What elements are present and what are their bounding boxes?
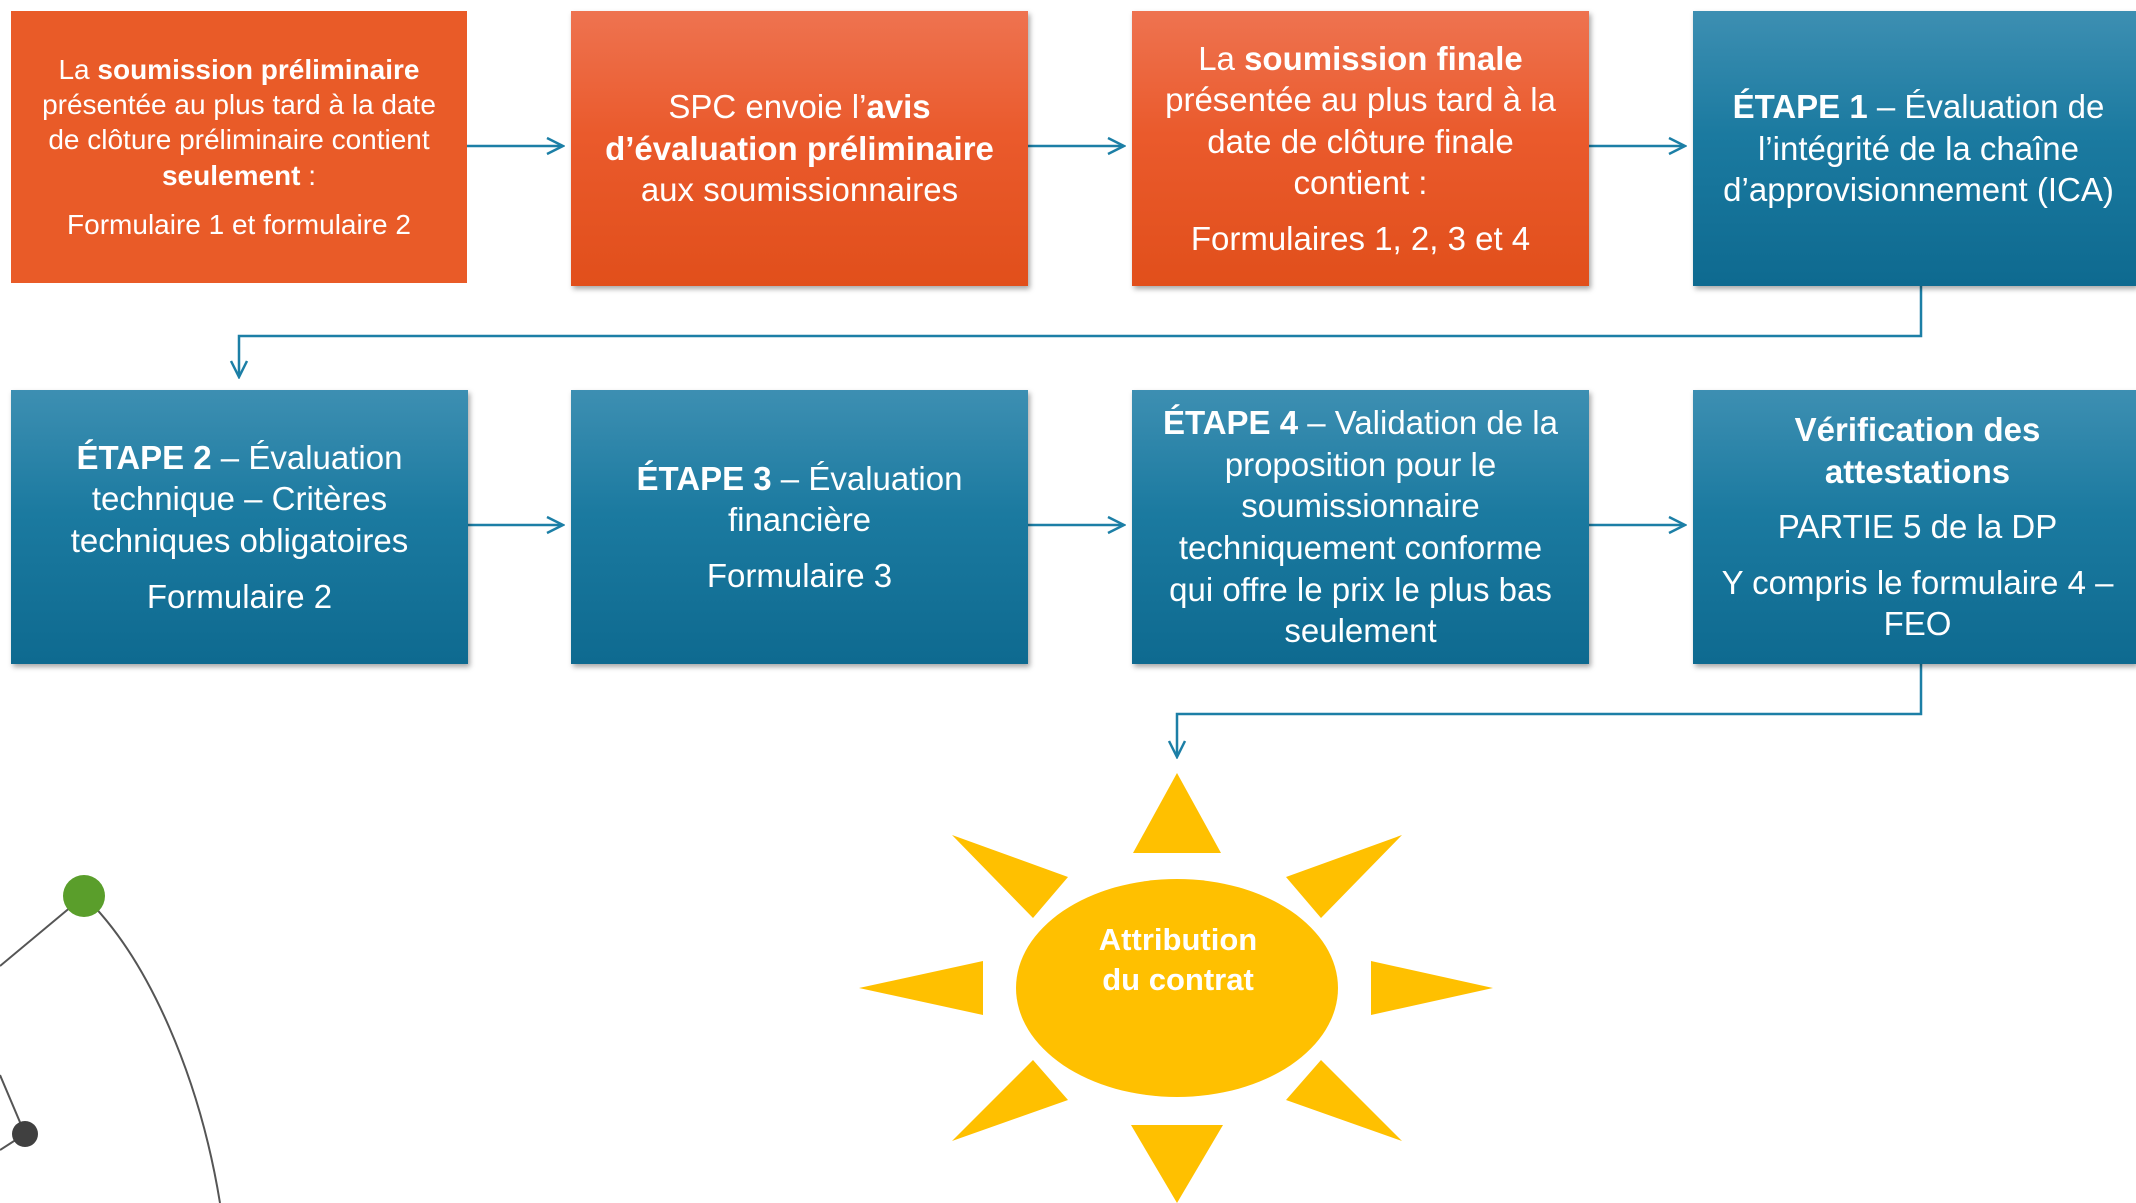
step-3-forms: Formulaire 3 xyxy=(706,556,893,594)
decor-dot-dark xyxy=(12,1121,38,1147)
sun-ray-bottom-right xyxy=(1286,1060,1402,1141)
step-1-text: ÉTAPE 1 – Évaluation de l’intégrité de l… xyxy=(1709,86,2128,211)
preliminary-notice-box: SPC envoie l’avis d’évaluation prélimina… xyxy=(571,11,1028,286)
final-forms: Formulaires 1, 2, 3 et 4 xyxy=(1190,219,1531,257)
arrow-to-contract-award xyxy=(1177,664,1923,757)
step-2-forms: Formulaire 2 xyxy=(146,577,333,615)
decor-arc xyxy=(83,895,221,1203)
preliminary-bold-title: soumission préliminaire xyxy=(97,53,420,85)
notice-end: aux soumissionnaires xyxy=(640,171,959,209)
final-end: présentée au plus tard à la date de clôt… xyxy=(1165,81,1556,202)
preliminary-submission-text: La soumission préliminaire présentée au … xyxy=(25,52,453,193)
sun-ray-top-left xyxy=(952,835,1068,918)
step-4-text: ÉTAPE 4 – Validation de la proposition p… xyxy=(1154,402,1567,651)
sun-ray-top xyxy=(1133,773,1221,853)
preliminary-submission-box: La soumission préliminaire présentée au … xyxy=(11,11,467,283)
step-4-desc: – Validation de la proposition pour le s… xyxy=(1169,404,1558,650)
sun-shape xyxy=(859,773,1493,1203)
step-3-label: ÉTAPE 3 xyxy=(636,459,772,497)
final-submission-box: La soumission finale présentée au plus t… xyxy=(1132,11,1589,286)
arrow-row1-to-row2 xyxy=(239,286,1923,377)
attestations-forms: Y compris le formulaire 4 – FEO xyxy=(1721,563,2114,643)
step-3-desc: – Évaluation financière xyxy=(727,459,963,539)
contract-award-line-1: Attribution xyxy=(1098,921,1258,957)
notice-bold: avis d’évaluation préliminaire xyxy=(605,88,994,167)
step-1-desc: – Évaluation de l’intégrité de la chaîne… xyxy=(1723,88,2114,209)
contract-award-line-2: du contrat xyxy=(1102,962,1254,997)
attestations-title: Vérification des attestations xyxy=(1794,411,2041,490)
attestations-part: PARTIE 5 de la DP xyxy=(1777,508,2058,546)
preliminary-bold-only: seulement xyxy=(161,159,301,191)
sun-ray-left xyxy=(859,961,983,1015)
sun-ray-bottom-left xyxy=(952,1060,1068,1141)
decor-dot-green xyxy=(63,875,105,917)
decorative-network xyxy=(0,875,221,1203)
step-2-label: ÉTAPE 2 xyxy=(76,438,212,476)
final-intro: La xyxy=(1198,39,1245,77)
preliminary-notice-text: SPC envoie l’avis d’évaluation prélimina… xyxy=(591,86,1008,211)
contract-award-label: Attribution du contrat xyxy=(1018,900,1338,1020)
step-1-box: ÉTAPE 1 – Évaluation de l’intégrité de l… xyxy=(1693,11,2136,286)
step-1-label: ÉTAPE 1 xyxy=(1732,88,1868,126)
step-2-text: ÉTAPE 2 – Évaluation technique – Critère… xyxy=(51,437,428,562)
step-3-box: ÉTAPE 3 – Évaluation financière Formulai… xyxy=(571,390,1028,664)
sun-core xyxy=(1016,879,1338,1097)
step-4-label: ÉTAPE 4 xyxy=(1162,404,1299,442)
step-3-text: ÉTAPE 3 – Évaluation financière xyxy=(611,458,988,541)
attestations-box: Vérification des attestations PARTIE 5 d… xyxy=(1693,390,2136,664)
step-2-desc: – Évaluation technique – Critères techni… xyxy=(70,438,409,559)
preliminary-intro: La xyxy=(58,53,98,85)
sun-ray-right xyxy=(1371,961,1493,1015)
sun-ray-top-right xyxy=(1286,835,1402,918)
step-4-box: ÉTAPE 4 – Validation de la proposition p… xyxy=(1132,390,1589,664)
preliminary-forms: Formulaire 1 et formulaire 2 xyxy=(67,208,411,240)
final-submission-text: La soumission finale présentée au plus t… xyxy=(1158,38,1563,204)
step-2-box: ÉTAPE 2 – Évaluation technique – Critère… xyxy=(11,390,468,664)
sun-ray-bottom xyxy=(1131,1125,1223,1203)
notice-intro: SPC envoie l’ xyxy=(668,88,867,126)
final-bold: soumission finale xyxy=(1244,39,1523,77)
preliminary-mid: présentée au plus tard à la date de clôt… xyxy=(42,89,436,156)
preliminary-end: : xyxy=(300,159,317,191)
